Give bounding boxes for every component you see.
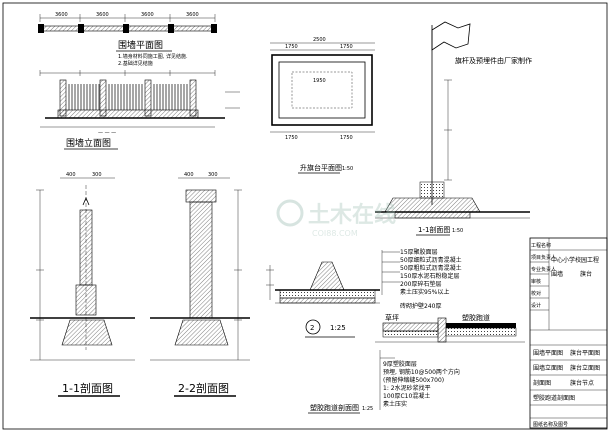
- dim-platform-total: 2500: [313, 37, 326, 43]
- dim-platform-top-2: 1750: [340, 44, 353, 50]
- dim-platform-bottom-1: 1750: [285, 135, 298, 141]
- tb-header-0: 工程名称: [531, 242, 551, 249]
- title-block: 工程名称 项目负责人 专业负责人 审核 校对 设计 中心小学校园工程 围墙 旗台…: [529, 237, 608, 429]
- platform-plan-view: 2500 1750 1750 1950 1750 1750 升旗台平面图 1:5…: [270, 37, 375, 174]
- platform-outline: [271, 54, 373, 126]
- dim-sec1-b: 300: [92, 172, 102, 178]
- tb-project-name: 中心小学校园工程: [551, 256, 599, 264]
- flagpole-section-view: 旗杆及预埋件由厂家制作 1-1剖面图 1:50: [375, 21, 532, 236]
- dim-platform-bottom-2: 1750: [340, 135, 353, 141]
- tb-header-5: 设计: [531, 302, 541, 309]
- flagpole-note: 旗杆及预埋件由厂家制作: [455, 56, 532, 65]
- tb-drawing-3b: 旗台节点: [570, 379, 594, 387]
- track-layer-3: 50厚粗粒式沥青混凝土: [400, 264, 462, 272]
- base-layer-4: 1: 2水泥砂浆找平: [383, 384, 431, 392]
- tb-sub-project-a: 围墙: [551, 270, 563, 278]
- section-11-title: 1-1剖面图: [418, 225, 450, 234]
- track-layer-5: 200厚碎石垫层: [400, 280, 441, 288]
- wall-section-1-view: 400 300 1-1剖面图: [30, 172, 135, 397]
- tb-footer: 图纸名称及图号: [533, 421, 568, 428]
- base-layer-1: 9厚塑胶面层: [383, 360, 417, 368]
- tb-drawing-4a: 塑胶跑道剖面图: [533, 394, 575, 402]
- tb-sub-project-b: 旗台: [580, 270, 592, 278]
- wall-plan-view: 3600 3600 3600 3600 围墙平面图 1.墙身材料同施工图, 详见…: [38, 12, 217, 67]
- section-11-scale: 1:50: [452, 228, 463, 234]
- dim-wall-plan-1: 3600: [55, 12, 68, 18]
- flag-shape: [431, 21, 471, 51]
- dim-sec2-b: 300: [208, 172, 218, 178]
- base-layer-6: 素土压实: [383, 400, 407, 408]
- dim-platform-inner: 1950: [313, 78, 326, 84]
- fence-railings: [68, 84, 188, 110]
- watermark: 土木在线 COI88.COM: [276, 199, 396, 238]
- track-section-title: 塑胶跑道剖面图: [310, 403, 359, 412]
- wall-plan-note-1: 1.墙身材料同施工图, 详见结施.: [118, 53, 188, 60]
- tb-header-1: 项目负责人: [531, 254, 556, 261]
- wall-section-22-title: 2-2剖面图: [178, 381, 229, 395]
- tb-drawing-1a: 围墙平面图: [533, 349, 563, 357]
- wall-elevation-title: 围墙立面图: [66, 137, 111, 149]
- dim-sec1-a: 400: [66, 172, 76, 178]
- track-layer-4: 150厚水泥石粉稳定层: [400, 272, 459, 280]
- detail-marker-circle: [305, 319, 321, 335]
- tb-drawing-3a: 剖面图: [533, 379, 551, 387]
- tb-drawing-2b: 旗台立面图: [570, 364, 600, 372]
- platform-plan-title: 升旗台平面图: [300, 163, 342, 172]
- track-section-view: 草坪 塑胶跑道 9厚塑胶面层 预埋, 钢筋10@500两个方向 (预留伸缩缝50…: [308, 313, 525, 414]
- wall-section-2-view: 400 300 2-2剖面图: [150, 172, 250, 397]
- wall-plan-note-2: 2.基础详见结施: [118, 60, 153, 67]
- track-section-scale: 1:25: [362, 406, 373, 412]
- base-layer-3: (预留伸缩缝500x700): [383, 376, 444, 384]
- track-layer-labels: 15厚聚胶面层 50厚细粒式沥青混凝土 50厚粗粒式沥青混凝土 150厚水泥石粉…: [381, 248, 462, 310]
- tb-drawing-2a: 围墙立面图: [533, 364, 563, 372]
- dim-sec2-a: 400: [184, 172, 194, 178]
- wall-section-11-title: 1-1剖面图: [62, 381, 113, 395]
- track-label: 塑胶跑道: [462, 313, 490, 322]
- detail-scale: 1:25: [330, 324, 346, 332]
- platform-plan-scale: 1:50: [342, 166, 353, 172]
- dim-wall-plan-4: 3600: [186, 12, 199, 18]
- detail-2-view: 2 1:25: [266, 261, 380, 338]
- base-layer-5: 100厚C10混凝土: [383, 392, 430, 400]
- tb-header-3: 审核: [531, 278, 541, 285]
- tb-drawing-1b: 旗台平面图: [570, 349, 600, 357]
- tb-header-2: 专业负责人: [531, 266, 556, 273]
- watermark-main: 土木在线: [308, 202, 396, 228]
- watermark-sub: COI88.COM: [312, 229, 358, 238]
- track-layer-2: 50厚细粒式沥青混凝土: [400, 256, 462, 264]
- wall-elevation-material-note: — — —: [98, 130, 116, 136]
- wall-elevation-view: — — — 围墙立面图: [39, 70, 240, 150]
- track-layer-6: 素土压实95%以上: [400, 288, 449, 296]
- track-layer-1: 15厚聚胶面层: [400, 248, 438, 256]
- detail-number: 2: [310, 324, 314, 332]
- lawn-label: 草坪: [385, 313, 399, 322]
- dim-platform-top-1: 1750: [285, 44, 298, 50]
- tb-header-4: 校对: [531, 290, 541, 297]
- dim-wall-plan-2: 3600: [96, 12, 109, 18]
- dim-wall-plan-3: 3600: [141, 12, 154, 18]
- wall-plan-title: 围墙平面图: [118, 39, 163, 51]
- base-layer-2: 预埋, 钢筋10@500两个方向: [383, 368, 460, 376]
- curb-note: 砖砌护壁240厚: [400, 302, 441, 310]
